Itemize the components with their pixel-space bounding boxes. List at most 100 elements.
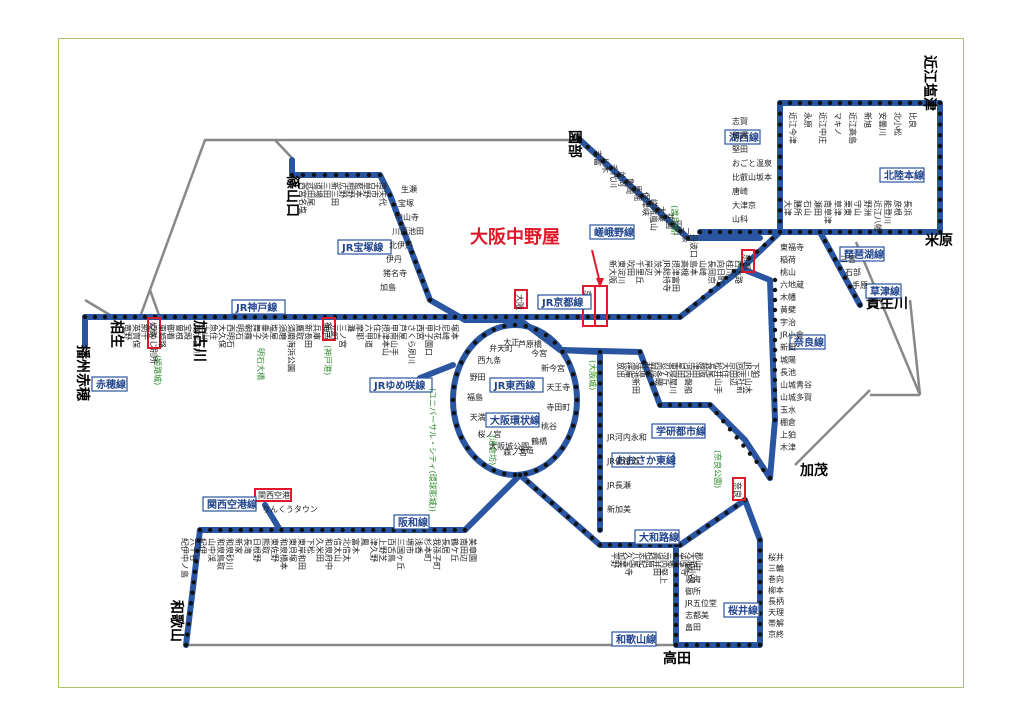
station-dot	[697, 402, 703, 408]
note-osaka-castle: (大阪城)	[588, 360, 598, 390]
station-dot	[897, 100, 903, 106]
station-dot	[657, 314, 662, 320]
station-dot	[667, 402, 673, 408]
station-higashi-hanabatake: 美章園	[468, 538, 478, 562]
station-dot	[673, 572, 679, 578]
station-dot	[827, 229, 833, 235]
station-dot	[747, 451, 753, 456]
station-dot	[937, 111, 943, 116]
station-dot	[409, 250, 415, 255]
station-dot	[721, 419, 726, 424]
station-nishinomiya: 西宮	[415, 324, 425, 340]
station-shin-imamiya: 新今宮	[541, 363, 565, 373]
station-dot	[589, 535, 595, 541]
station-shimomatsu: 下松	[306, 538, 316, 554]
station-dot	[112, 314, 118, 320]
station-nakayamadera: 中山寺	[395, 212, 419, 222]
station-dot	[322, 172, 328, 178]
station-dot	[645, 371, 651, 376]
station-mukomachi: 向日町	[716, 260, 726, 284]
station-dot	[452, 527, 458, 533]
station-dot	[571, 372, 576, 377]
station-kameoka: 亀岡	[625, 178, 635, 194]
station-sakurashukugawa: さくら夙川	[407, 324, 416, 364]
station-dot	[852, 293, 858, 299]
station-fujiwara: 藍本	[354, 182, 364, 198]
station-dot	[726, 642, 731, 648]
line-label-box-kyoto-line	[537, 294, 592, 310]
station-dot	[857, 100, 863, 106]
station-dot	[772, 287, 778, 293]
line-label-yumesaki-line: JRゆめ咲線	[373, 379, 425, 392]
station-dot	[673, 602, 679, 608]
station-dot	[597, 542, 603, 548]
station-fujisaka: 藤阪	[699, 362, 709, 378]
station-ibaraki: 茨木	[653, 260, 663, 276]
station-taisho: 大正	[503, 337, 519, 347]
station-dot	[554, 314, 560, 320]
station-tanakura: 棚倉	[780, 417, 796, 427]
station-dot	[677, 314, 683, 320]
nara-line-path	[742, 267, 778, 481]
line-label-box-hanwa-line	[393, 514, 430, 530]
station-dot	[772, 277, 778, 283]
hl-kansai-airport: 関西空港	[258, 490, 290, 500]
station-yamato-koizumi: 大和小泉	[687, 552, 697, 584]
station-dot	[705, 523, 711, 528]
station-motomachi: 元町	[329, 324, 338, 340]
station-shiki: 志紀	[638, 552, 648, 568]
station-dot	[673, 562, 679, 568]
station-toji: 東福寺	[780, 242, 804, 252]
station-dot	[82, 314, 88, 320]
station-dot	[772, 297, 778, 303]
station-dot	[857, 229, 863, 235]
station-hanaten: 放出	[616, 362, 626, 378]
station-dot	[837, 266, 843, 271]
station-dot	[541, 493, 547, 499]
station-hideshi: 英賀保	[132, 324, 142, 348]
station-omi-imazu: 近江今津	[788, 112, 798, 144]
station-dot	[597, 464, 603, 470]
station-dot	[937, 219, 943, 224]
line-label-box-biwako-line	[839, 246, 885, 262]
station-dot	[649, 381, 655, 386]
station-hieizan: 比叡山坂本	[732, 172, 772, 182]
station-dot	[787, 100, 793, 106]
line-label-box-osaka-higashi-line	[611, 452, 675, 468]
station-omi-takashima: 近江高島	[848, 112, 858, 144]
station-kyuhoji: 久宝寺	[624, 552, 634, 576]
station-dot	[289, 527, 294, 533]
station-hirano: 平野	[610, 552, 619, 568]
station-shinasahi: 新旭	[863, 112, 873, 128]
station-hyogo: 兵庫	[312, 324, 322, 340]
station-oshimi: 忍海	[685, 574, 701, 584]
station-takaida: 高井田	[652, 552, 662, 576]
station-dot	[282, 314, 288, 320]
station-rokujizo: 六地蔵	[780, 280, 804, 290]
station-dot	[597, 444, 603, 449]
station-kashiba: 志都美	[685, 610, 709, 620]
station-dot	[132, 314, 138, 320]
station-dot	[473, 314, 478, 320]
station-jr-ogura: JR小倉	[779, 330, 804, 340]
station-dot	[142, 314, 148, 320]
station-dot	[573, 410, 579, 416]
station-nishi-akashi: 西明石	[226, 324, 235, 348]
station-tsuruhashi: 鶴橋	[531, 436, 547, 446]
station-dot	[597, 412, 603, 418]
station-dot	[717, 229, 723, 235]
station-miwa: 三輪	[768, 563, 784, 573]
station-dot	[513, 314, 519, 320]
station-dot	[847, 284, 853, 289]
station-omi-nakasho: 近江中庄	[818, 112, 828, 144]
station-dot	[377, 172, 383, 178]
station-dot	[362, 314, 368, 320]
station-kumatori: 熊取	[261, 538, 271, 554]
station-dot	[566, 435, 571, 440]
station-dot	[422, 314, 428, 320]
station-dot	[183, 642, 189, 648]
station-dot	[715, 642, 721, 648]
station-jr-shuntokumichi: JR俊徳道	[606, 456, 639, 466]
station-dot	[597, 370, 603, 376]
line-label-box-tozai-line	[489, 377, 544, 393]
